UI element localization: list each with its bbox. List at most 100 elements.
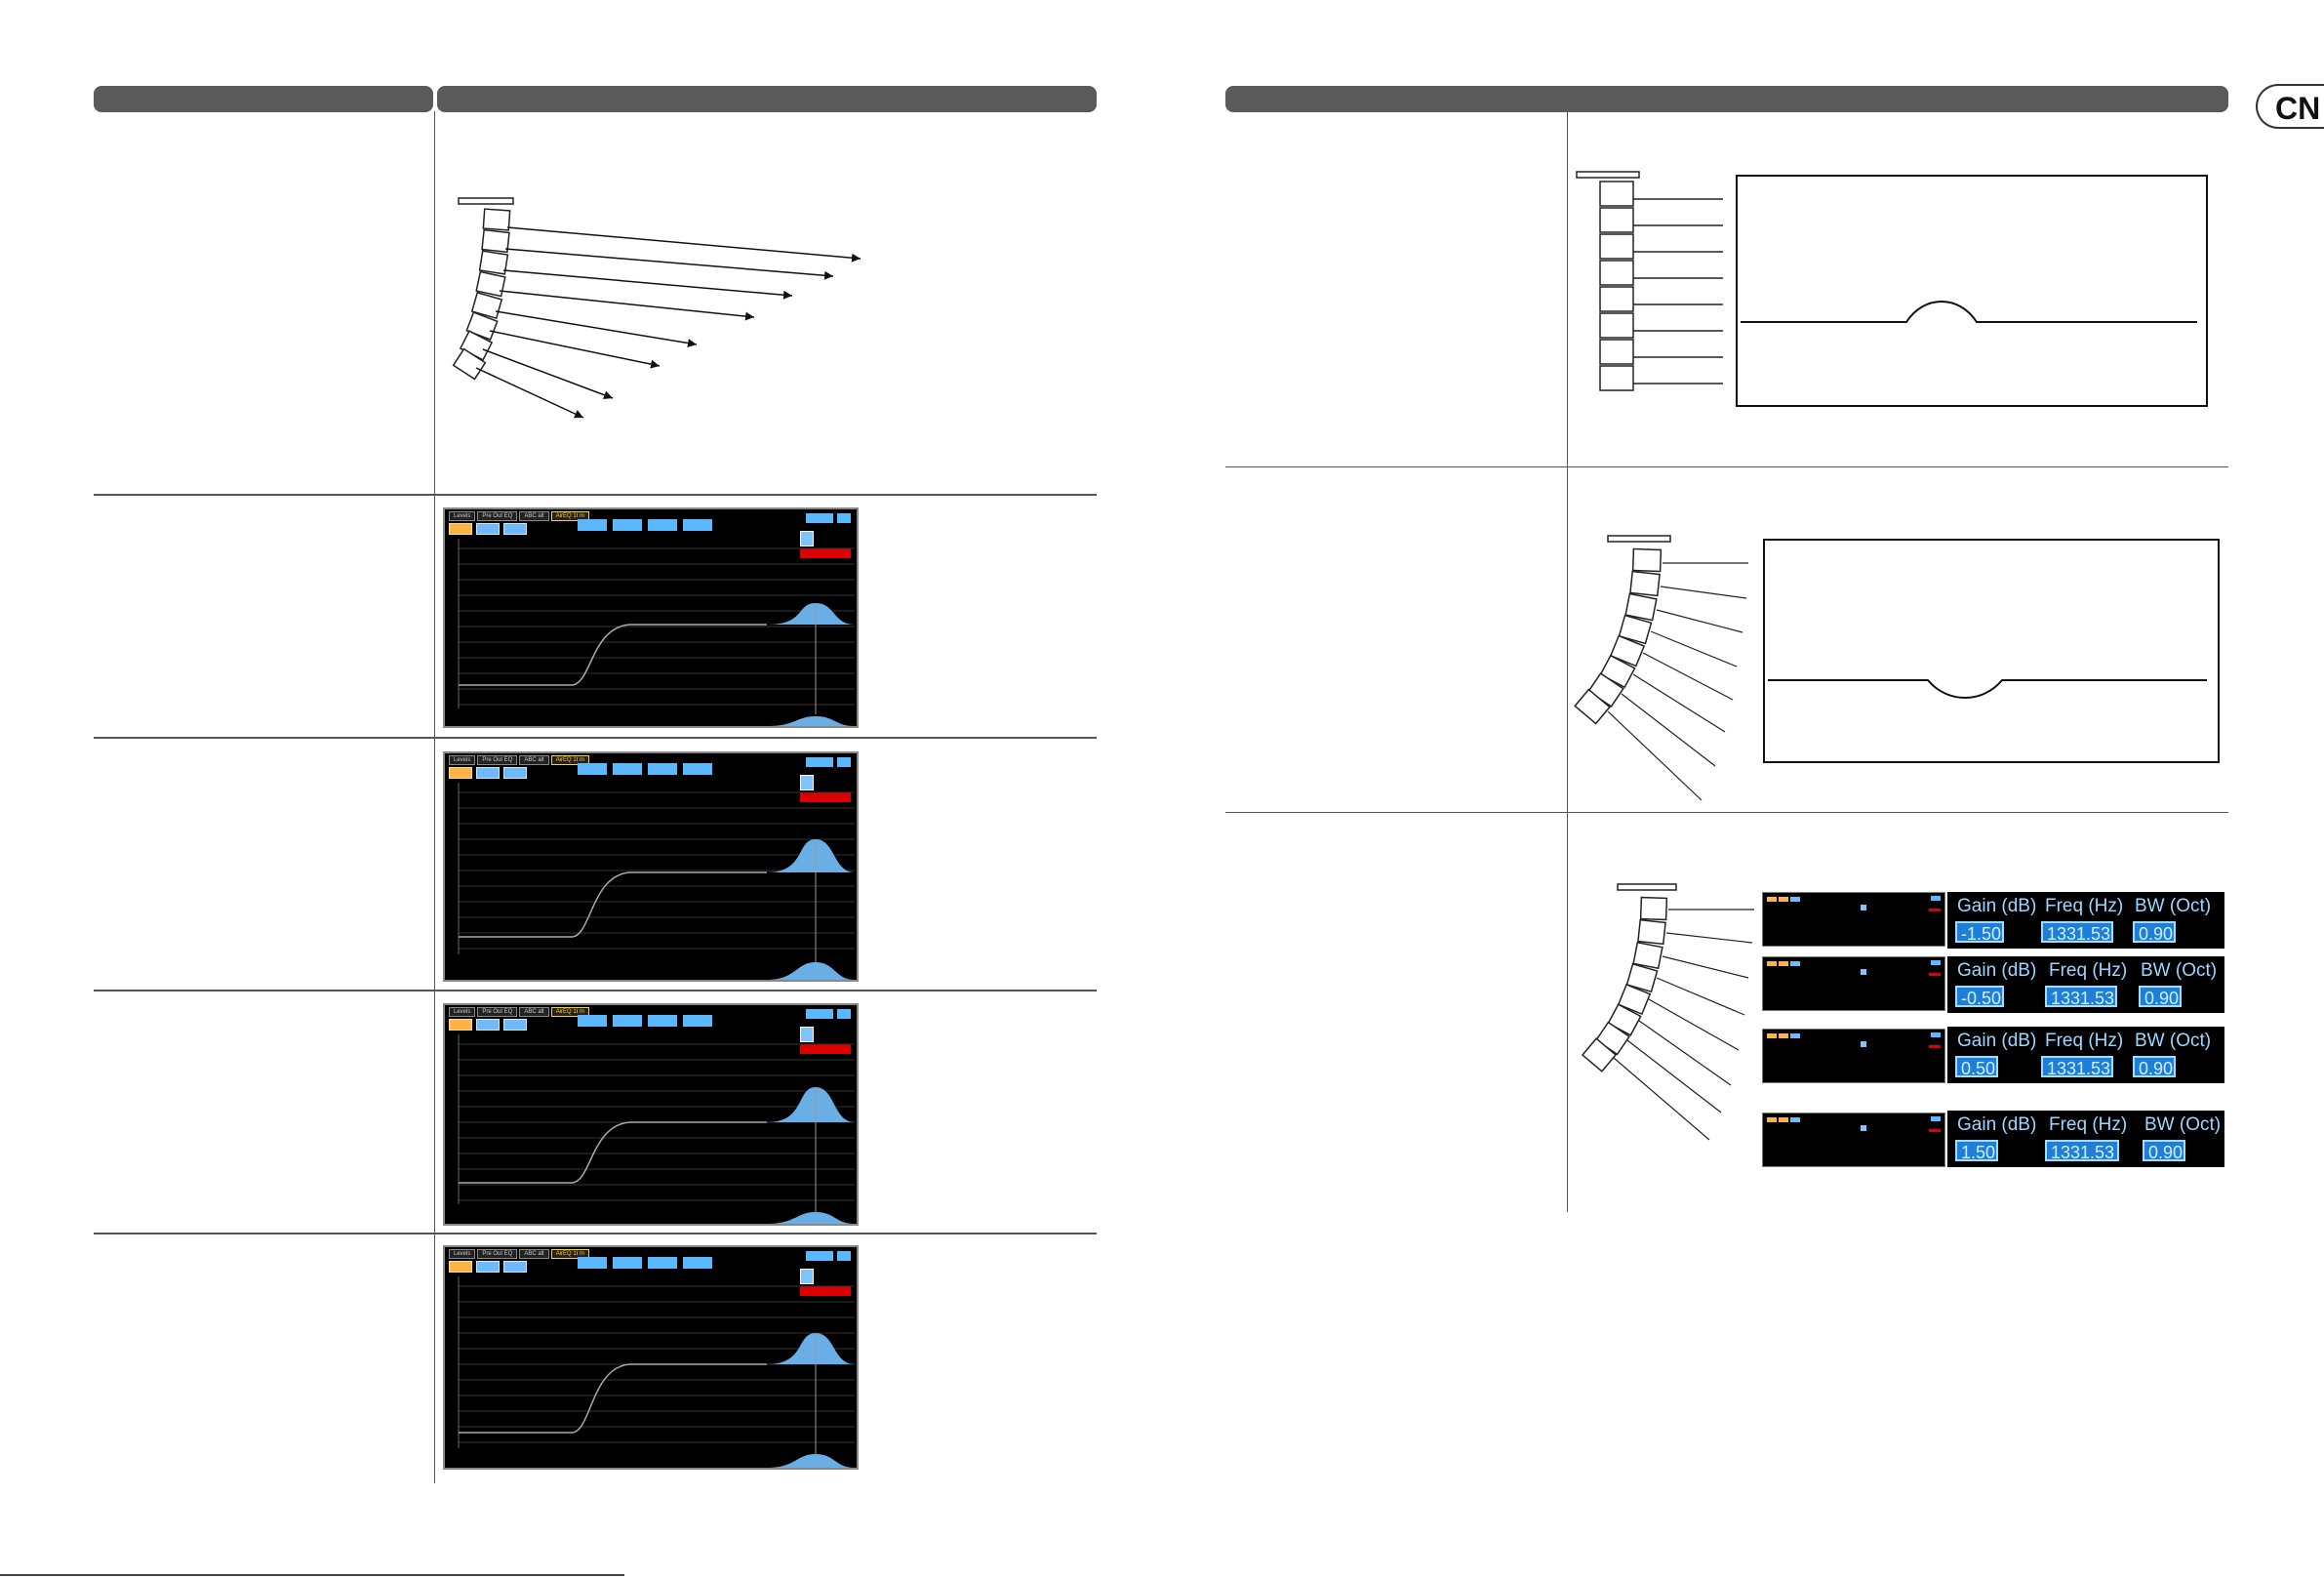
eq-band-marker-icon[interactable] [800,1269,814,1284]
filter-type-peak-icon[interactable] [613,763,642,775]
eq-band-marker-icon[interactable] [800,1027,814,1042]
eq-band-marker-icon[interactable] [800,531,814,546]
filter-type-peak-icon[interactable] [613,1015,642,1027]
bw-value-field[interactable]: 0.90 [2133,1056,2176,1078]
freq-value-field[interactable]: 1331.53 [2045,986,2117,1008]
eq-option-button[interactable] [476,1261,500,1273]
freq-value-field[interactable]: 1331.53 [2041,1056,2113,1078]
eq-mode-button[interactable] [449,523,472,535]
tab-pre-out-eq[interactable]: Pre Out EQ [477,1007,518,1017]
filter-type-highshelf-icon[interactable] [683,763,712,775]
eq-response-graph [458,1034,855,1224]
filter-type-peak-icon[interactable] [648,763,677,775]
tab-abc-alt[interactable]: ABC alt [519,511,549,521]
eq-response-graph [458,1276,855,1468]
eq-option-button[interactable] [503,767,527,779]
eq-response-graph [458,783,855,980]
eq-option-button[interactable] [503,523,527,535]
tab-air-eq[interactable]: AirEQ 1t m [550,1007,590,1017]
filter-type-highshelf-icon[interactable] [683,1257,712,1269]
eq-warning-badge [800,548,851,558]
eq-band-marker-icon [1861,969,1866,975]
left-header-bar-col1 [94,86,433,112]
eq-mode-button[interactable] [449,767,472,779]
gain-value-field[interactable]: 1.50 [1955,1140,1998,1162]
freq-value-field[interactable]: 1331.53 [2041,921,2113,944]
eq-screenshot-panel-4: Levels Pre Out EQ ABC alt AirEQ 1t m [443,1245,859,1470]
filter-type-highshelf-icon[interactable] [683,519,712,531]
tab-levels[interactable]: Levels [449,755,476,765]
right-column-divider [1567,111,1568,1212]
eq-option-button[interactable] [503,1019,527,1031]
gain-value-field[interactable]: -1.50 [1955,921,2004,944]
gain-label: Gain (dB) [1957,896,2037,916]
eq-close-icon[interactable] [837,513,851,523]
filter-type-lowshelf-icon[interactable] [578,1015,607,1027]
eq-tab-bar: Levels Pre Out EQ ABC alt AirEQ 1t m [449,511,590,521]
freq-value-field[interactable]: 1331.53 [2045,1140,2119,1162]
eq-thumbnail-3 [1762,1029,1945,1083]
eq-button-row [449,523,527,535]
eq-option-button[interactable] [476,767,500,779]
left-row-separator-4 [94,1233,1097,1234]
bw-value-field[interactable]: 0.90 [2133,921,2176,944]
filter-type-peak-icon[interactable] [613,519,642,531]
gain-value-field[interactable]: -0.50 [1955,986,2004,1008]
freq-label: Freq (Hz) [2049,960,2128,981]
eq-mode-button[interactable] [449,1019,472,1031]
tab-air-eq[interactable]: AirEQ 1t m [550,511,590,521]
filter-type-peak-icon[interactable] [648,1257,677,1269]
tab-abc-alt[interactable]: ABC alt [519,1007,549,1017]
eq-preset-button[interactable] [806,513,833,523]
eq-close-icon[interactable] [837,1251,851,1261]
eq-thumbnail-1 [1762,892,1945,947]
eq-warning-badge [800,1286,851,1296]
eq-warning-badge [800,792,851,802]
filter-type-peak-icon[interactable] [613,1257,642,1269]
tab-levels[interactable]: Levels [449,1007,476,1017]
tab-pre-out-eq[interactable]: Pre Out EQ [477,755,518,765]
eq-band-marker-icon[interactable] [800,775,814,790]
eq-screenshot-panel-3: Levels Pre Out EQ ABC alt AirEQ 1t m [443,1003,859,1226]
language-badge: CN [2256,84,2324,129]
tab-pre-out-eq[interactable]: Pre Out EQ [477,511,518,521]
filter-type-peak-icon[interactable] [648,519,677,531]
eq-band-marker-icon [1861,905,1866,910]
bw-value-field[interactable]: 0.90 [2139,986,2182,1008]
bw-value-field[interactable]: 0.90 [2143,1140,2185,1162]
eq-close-icon[interactable] [837,1009,851,1019]
filter-type-lowshelf-icon[interactable] [578,1257,607,1269]
eq-option-button[interactable] [503,1261,527,1273]
tab-levels[interactable]: Levels [449,1249,476,1259]
filter-type-lowshelf-icon[interactable] [578,763,607,775]
filter-type-lowshelf-icon[interactable] [578,519,607,531]
gain-value-field[interactable]: 0.50 [1955,1056,1998,1078]
eq-preset-button[interactable] [806,757,833,767]
tab-abc-alt[interactable]: ABC alt [519,1249,549,1259]
eq-option-button[interactable] [476,523,500,535]
filter-type-highshelf-icon[interactable] [683,1015,712,1027]
aireq-params-row-1: Gain (dB) Freq (Hz) BW (Oct) -1.50 1331.… [1947,892,2224,949]
bw-label: BW (Oct) [2135,896,2212,916]
eq-option-button[interactable] [476,1019,500,1031]
curved-array-response-diagram [1574,535,2220,801]
tab-abc-alt[interactable]: ABC alt [519,755,549,765]
eq-close-icon[interactable] [837,757,851,767]
eq-preset-button[interactable] [806,1009,833,1019]
aireq-params-row-3: Gain (dB) Freq (Hz) BW (Oct) 0.50 1331.5… [1947,1027,2224,1083]
filter-type-peak-icon[interactable] [648,1015,677,1027]
aireq-params-row-4: Gain (dB) Freq (Hz) BW (Oct) 1.50 1331.5… [1947,1111,2224,1167]
bw-label: BW (Oct) [2144,1114,2222,1135]
eq-thumbnail-4 [1762,1113,1945,1167]
freq-label: Freq (Hz) [2049,1114,2128,1135]
tab-air-eq[interactable]: AirEQ 1t m [550,755,590,765]
eq-band-marker-icon [1861,1125,1866,1131]
eq-preset-button[interactable] [806,1251,833,1261]
eq-screenshot-panel-2: Levels Pre Out EQ ABC alt AirEQ 1t m [443,751,859,982]
straight-array-response-diagram [1576,171,2208,407]
curved-array-aireq-diagram [1581,883,1754,1141]
tab-pre-out-eq[interactable]: Pre Out EQ [477,1249,518,1259]
eq-mode-button[interactable] [449,1261,472,1273]
tab-levels[interactable]: Levels [449,511,476,521]
tab-air-eq[interactable]: AirEQ 1t m [550,1249,590,1259]
